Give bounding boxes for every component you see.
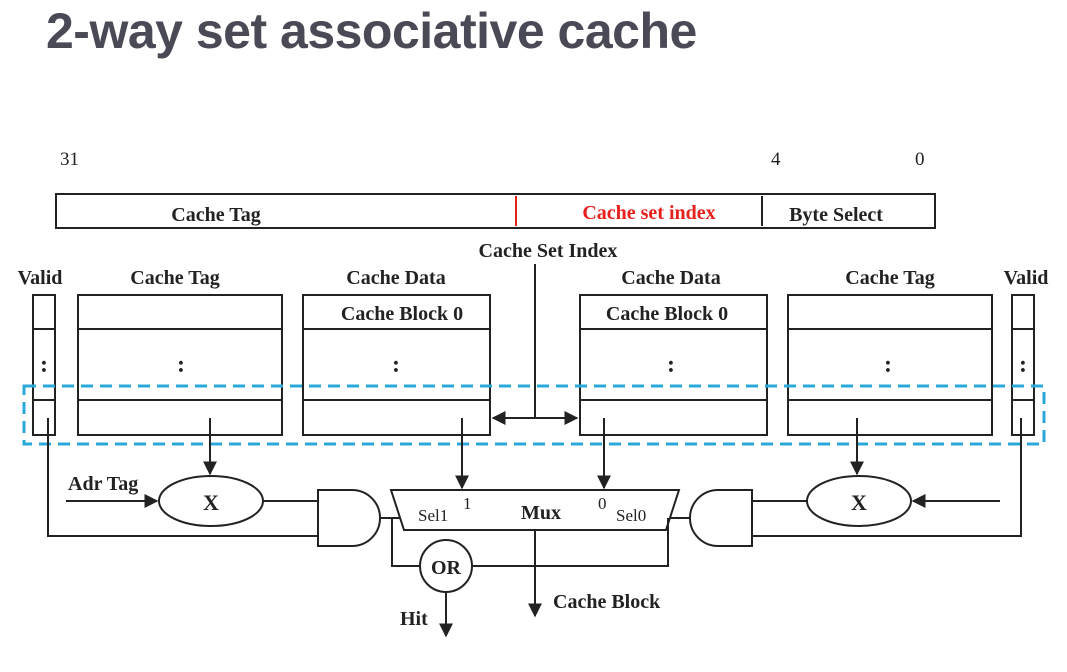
field-byte-select: Byte Select	[789, 204, 883, 226]
right-valid-header: Valid	[1004, 267, 1049, 289]
or-gate-label: OR	[431, 557, 462, 579]
cache-block-output-label: Cache Block	[553, 591, 661, 613]
right-and-gate	[689, 489, 753, 547]
mux-label: Mux	[521, 502, 561, 524]
left-valid-array: :	[32, 294, 56, 436]
right-data-ellipsis: :	[667, 352, 675, 378]
mux-in1: 1	[463, 494, 472, 513]
right-valid-ellipsis: :	[1019, 352, 1027, 378]
left-cache-block-0: Cache Block 0	[341, 303, 463, 325]
mux-sel1: Sel1	[418, 506, 448, 525]
selected-set-highlight	[22, 384, 1046, 446]
right-tag-ellipsis: :	[884, 352, 892, 378]
left-valid-to-and	[47, 418, 318, 537]
right-data-array: Cache Block 0 :	[579, 294, 768, 436]
address-box	[55, 193, 936, 229]
field-cache-tag: Cache Tag	[171, 204, 260, 226]
right-cache-block-0: Cache Block 0	[606, 303, 728, 325]
right-valid-to-and	[752, 418, 1022, 537]
field-cache-set-index: Cache set index	[582, 202, 715, 224]
left-tag-ellipsis: :	[177, 352, 185, 378]
right-tag-array: :	[787, 294, 993, 436]
left-valid-header: Valid	[18, 267, 63, 289]
left-data-header: Cache Data	[346, 267, 445, 289]
left-and-gate	[317, 489, 381, 547]
hit-label: Hit	[400, 608, 428, 630]
bit-31-label: 31	[60, 149, 79, 170]
left-comparator-label: X	[203, 490, 219, 515]
left-tag-array: :	[77, 294, 283, 436]
right-tag-header: Cache Tag	[845, 267, 934, 289]
left-data-ellipsis: :	[392, 352, 400, 378]
right-comparator-label: X	[851, 490, 867, 515]
bit-0-label: 0	[915, 149, 925, 170]
slide-title: 2-way set associative cache	[46, 3, 697, 59]
mux	[389, 489, 681, 531]
bit-4-label: 4	[771, 149, 781, 170]
mux-sel0: Sel0	[616, 506, 646, 525]
cache-set-index-label: Cache Set Index	[479, 240, 618, 262]
right-valid-array: :	[1011, 294, 1035, 436]
mux-in0: 0	[598, 494, 607, 513]
left-tag-header: Cache Tag	[130, 267, 219, 289]
address-fields: Cache Tag Cache set index Byte Select	[55, 193, 936, 229]
left-data-array: Cache Block 0 :	[302, 294, 491, 436]
right-hit-to-or	[472, 518, 669, 567]
left-hit-to-or	[391, 518, 420, 567]
left-valid-ellipsis: :	[40, 352, 48, 378]
adr-tag-label: Adr Tag	[68, 473, 138, 495]
right-data-header: Cache Data	[621, 267, 720, 289]
